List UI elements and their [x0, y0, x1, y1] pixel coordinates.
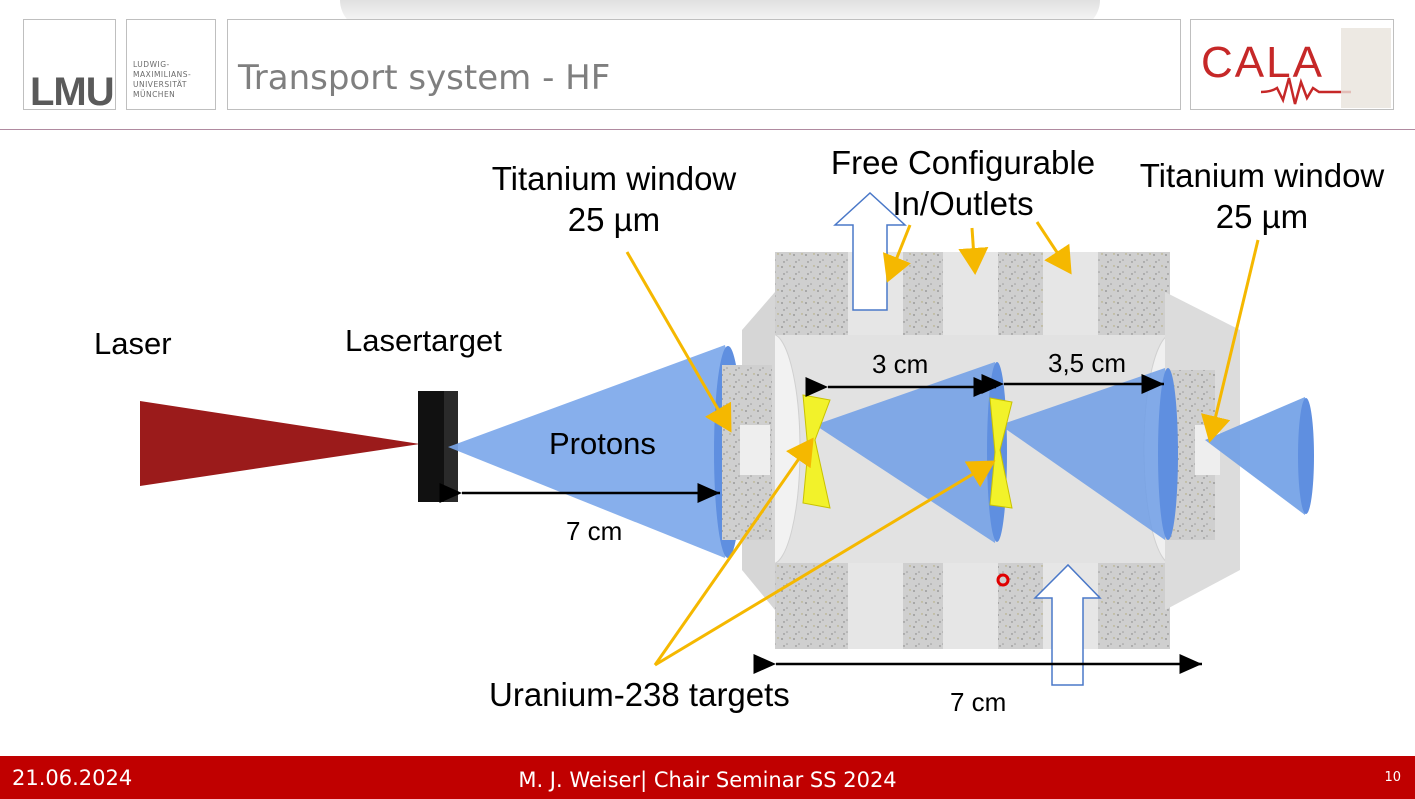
titanium-right-line: Titanium window	[1139, 157, 1385, 194]
footer-presenter: M. J. Weiser| Chair Seminar SS 2024	[518, 768, 897, 792]
proton-cone	[1205, 397, 1310, 515]
free-config-line2: In/Outlets	[892, 185, 1034, 222]
free-config-line1: Free Configurable	[830, 144, 1096, 181]
title-box: Transport system - HF	[227, 19, 1181, 110]
distance-total-label: 7 cm	[950, 687, 1007, 717]
distance-laser-target-label: 7 cm	[566, 516, 623, 546]
cala-logo-mark: CALA	[1201, 38, 1324, 87]
uranium-targets-label: Uranium-238 targets	[489, 676, 790, 713]
outlet-arrow	[833, 191, 907, 311]
header-divider	[0, 129, 1415, 130]
protons-label: Protons	[549, 426, 656, 461]
page-number: 10	[1384, 770, 1401, 785]
distance-targets-2-label: 3,5 cm	[1048, 348, 1127, 378]
lmu-wordmark: LUDWIG- MAXIMILIANS- UNIVERSITÄT MÜNCHEN	[126, 19, 216, 110]
titanium-right-thickness: 25 µm	[1215, 198, 1309, 235]
lmu-logo: LMU	[23, 19, 116, 114]
lmu-line: MÜNCHEN	[133, 90, 176, 99]
proton-cone	[1000, 368, 1172, 540]
cala-wave-icon	[1260, 28, 1391, 108]
lmu-line: UNIVERSITÄT	[133, 80, 187, 89]
titanium-left-line: Titanium window	[491, 160, 737, 197]
proton-cone	[815, 362, 1000, 543]
lmu-logo-mark: LMU	[30, 70, 115, 114]
lasertarget-label: Lasertarget	[345, 323, 502, 358]
lmu-line: LUDWIG-	[133, 60, 170, 69]
titanium-window-right-label: Titanium window 25 µm	[1128, 155, 1396, 237]
laser-beam	[140, 401, 420, 486]
footer-bar: 21.06.2024 M. J. Weiser| Chair Seminar S…	[0, 756, 1415, 799]
titanium-left-thickness: 25 µm	[567, 201, 661, 238]
proton-cone	[448, 345, 745, 558]
red-marker	[996, 573, 1010, 587]
free-configurable-label: Free Configurable In/Outlets	[815, 142, 1111, 224]
slide-title: Transport system - HF	[238, 58, 611, 98]
footer-date: 21.06.2024	[12, 766, 133, 790]
lmu-line: MAXIMILIANS-	[133, 70, 192, 79]
titanium-window-left-label: Titanium window 25 µm	[480, 158, 748, 240]
laser-label: Laser	[94, 326, 172, 361]
cala-logo: CALA	[1190, 19, 1394, 110]
distance-targets-1-label: 3 cm	[872, 349, 929, 379]
